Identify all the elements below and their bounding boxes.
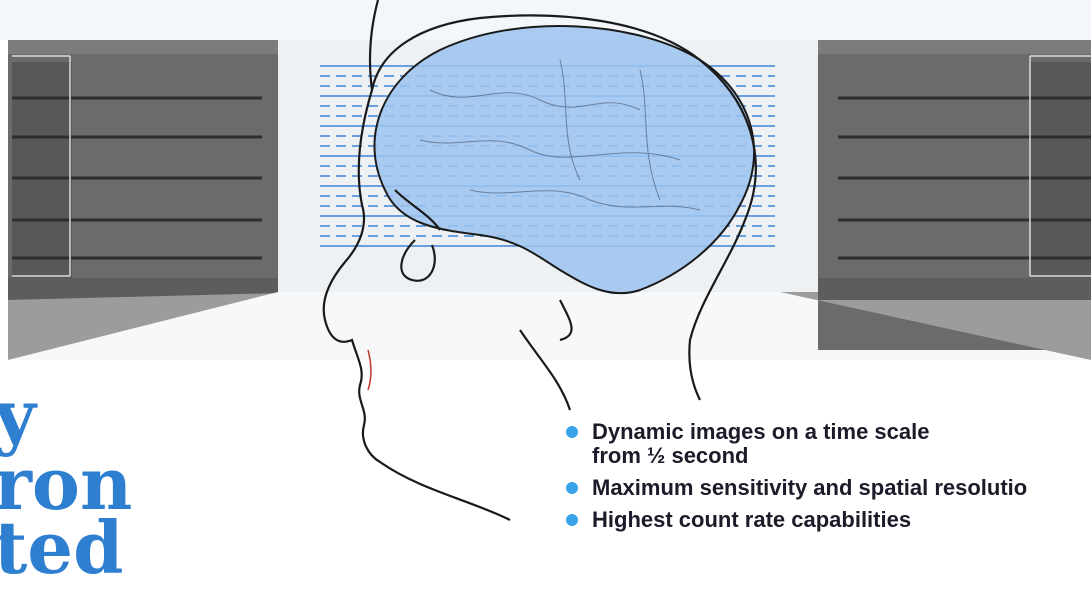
bullet-dot-icon [566,426,578,438]
bullet-dot-icon [566,514,578,526]
feature-text: Maximum sensitivity and spatial resoluti… [592,475,1027,500]
right-detector-block [780,40,1091,360]
feature-item: Maximum sensitivity and spatial resoluti… [562,476,1091,500]
bullet-dot-icon [566,482,578,494]
feature-text-continued: from ½ second [592,444,1091,468]
headline-line-3: ted [0,512,123,584]
feature-text: Dynamic images on a time scale [592,419,930,444]
feature-list: Dynamic images on a time scale from ½ se… [562,420,1091,540]
feature-item: Dynamic images on a time scale from ½ se… [562,420,1091,468]
feature-text: Highest count rate capabilities [592,507,911,532]
feature-item: Highest count rate capabilities [562,508,1091,532]
